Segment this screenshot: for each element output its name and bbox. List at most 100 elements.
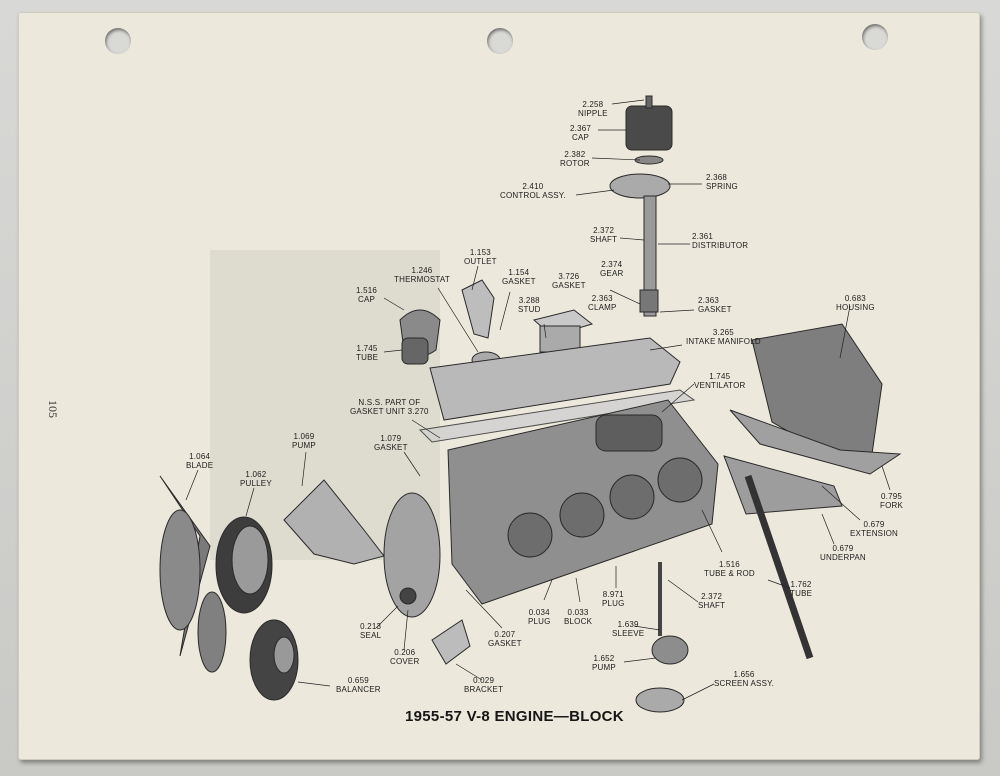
punch-hole bbox=[862, 24, 888, 50]
part-number: 0.679 bbox=[863, 520, 885, 529]
part-number: 1.516 bbox=[718, 560, 740, 569]
part-number: 2.372 bbox=[593, 226, 615, 235]
page-number: 105 bbox=[46, 400, 60, 418]
part-number: 0.659 bbox=[347, 676, 369, 685]
distributor-drawing bbox=[609, 95, 673, 317]
part-number: 8.971 bbox=[602, 590, 624, 599]
part-number: 0.207 bbox=[494, 630, 516, 639]
part-number: 1.745 bbox=[356, 344, 378, 353]
part-name: PUMP bbox=[292, 441, 316, 450]
part-name: SLEEVE bbox=[612, 629, 645, 638]
part-name: PLUG bbox=[528, 617, 551, 626]
part-number: 1.516 bbox=[356, 286, 378, 295]
part-number: 2.367 bbox=[570, 124, 592, 133]
part-name: OUTLET bbox=[464, 257, 497, 266]
part-number: 1.069 bbox=[293, 432, 315, 441]
part-name: SHAFT bbox=[590, 235, 618, 244]
part-name: BALANCER bbox=[336, 685, 381, 694]
part-number: 1.762 bbox=[790, 580, 812, 589]
part-number: 2.372 bbox=[701, 592, 723, 601]
punch-hole bbox=[487, 28, 513, 54]
part-number: N.S.S. PART OF bbox=[358, 398, 421, 407]
part-name: HOUSING bbox=[836, 303, 875, 312]
part-name: BRACKET bbox=[464, 685, 504, 694]
part-number: 2.382 bbox=[564, 150, 586, 159]
part-name: SCREEN ASSY. bbox=[714, 679, 775, 688]
part-name: STUD bbox=[518, 305, 541, 314]
part-number: 1.246 bbox=[411, 266, 433, 275]
part-number: 0.213 bbox=[360, 622, 382, 631]
part-name: GASKET bbox=[488, 639, 522, 648]
part-number: 1.153 bbox=[469, 248, 491, 257]
part-name: GEAR bbox=[600, 269, 624, 278]
part-name: PUMP bbox=[592, 663, 616, 672]
part-name: CLAMP bbox=[588, 303, 617, 312]
part-name: VENTILATOR bbox=[694, 381, 746, 390]
part-number: 1.639 bbox=[617, 620, 639, 629]
part-name: SEAL bbox=[360, 631, 382, 640]
part-name: ROTOR bbox=[560, 159, 590, 168]
part-number: 1.079 bbox=[380, 434, 402, 443]
part-number: 0.034 bbox=[528, 608, 550, 617]
part-name: PLUG bbox=[602, 599, 625, 608]
part-name: GASKET bbox=[552, 281, 586, 290]
part-name: COVER bbox=[390, 657, 420, 666]
part-name: CAP bbox=[571, 133, 590, 142]
part-number: 1.652 bbox=[593, 654, 615, 663]
part-name: TUBE bbox=[356, 353, 379, 362]
part-name: FORK bbox=[880, 501, 904, 510]
part-name: CAP bbox=[357, 295, 376, 304]
part-name: GASKET bbox=[698, 305, 732, 314]
part-number: 3.726 bbox=[558, 272, 580, 281]
part-name: UNDERPAN bbox=[820, 553, 866, 562]
part-number: 0.683 bbox=[844, 294, 866, 303]
part-number: 2.258 bbox=[582, 100, 604, 109]
part-number: 3.288 bbox=[518, 296, 540, 305]
part-name: CONTROL ASSY. bbox=[500, 191, 566, 200]
part-name: GASKET bbox=[502, 277, 536, 286]
part-number: 1.062 bbox=[245, 470, 267, 479]
part-number: 1.745 bbox=[709, 372, 731, 381]
punch-hole bbox=[105, 28, 131, 54]
part-name: DISTRIBUTOR bbox=[692, 241, 749, 250]
part-name: PULLEY bbox=[240, 479, 272, 488]
part-number: 2.374 bbox=[601, 260, 623, 269]
part-name: TUBE bbox=[790, 589, 813, 598]
part-name: BLOCK bbox=[564, 617, 593, 626]
part-number: 2.410 bbox=[522, 182, 544, 191]
part-number: 1.656 bbox=[733, 670, 755, 679]
part-name: THERMOSTAT bbox=[394, 275, 450, 284]
part-name: GASKET UNIT 3.270 bbox=[350, 407, 429, 416]
